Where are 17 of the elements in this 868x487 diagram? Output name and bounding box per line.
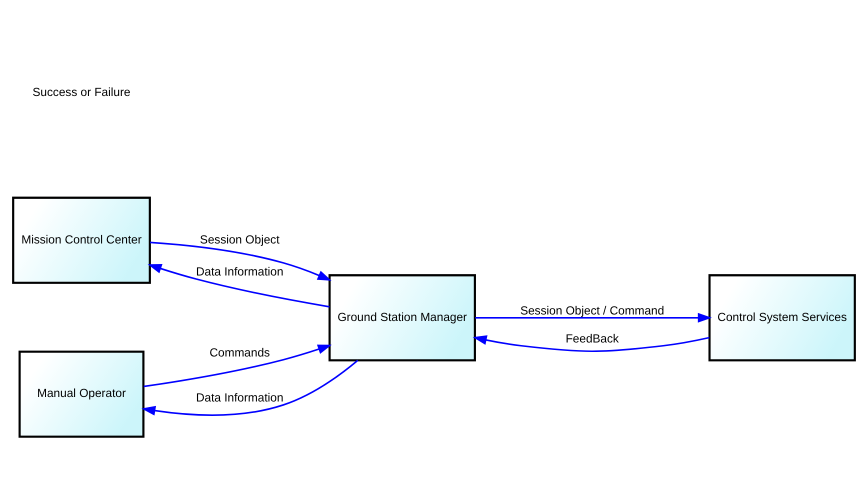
node-box: Ground Station Manager	[328, 274, 476, 362]
arrow	[472, 335, 710, 352]
arrow	[475, 312, 712, 323]
label: Success or Failure	[32, 84, 130, 99]
edge-label: Session Object / Command	[520, 303, 664, 318]
edge-label: Commands	[209, 345, 270, 360]
arrow	[150, 242, 332, 281]
edge-label: Data Information	[196, 264, 284, 279]
node-box: Control System Services	[708, 274, 856, 362]
edge-label: Data Information	[196, 390, 284, 404]
node-box: Manual Operator	[18, 350, 144, 438]
edge-label: FeedBack	[566, 331, 619, 346]
node-box: Mission Control Center	[12, 196, 151, 284]
arrow	[141, 360, 358, 416]
edge-label: Session Object	[200, 232, 280, 246]
arrow	[144, 344, 332, 388]
arrow	[148, 264, 330, 308]
